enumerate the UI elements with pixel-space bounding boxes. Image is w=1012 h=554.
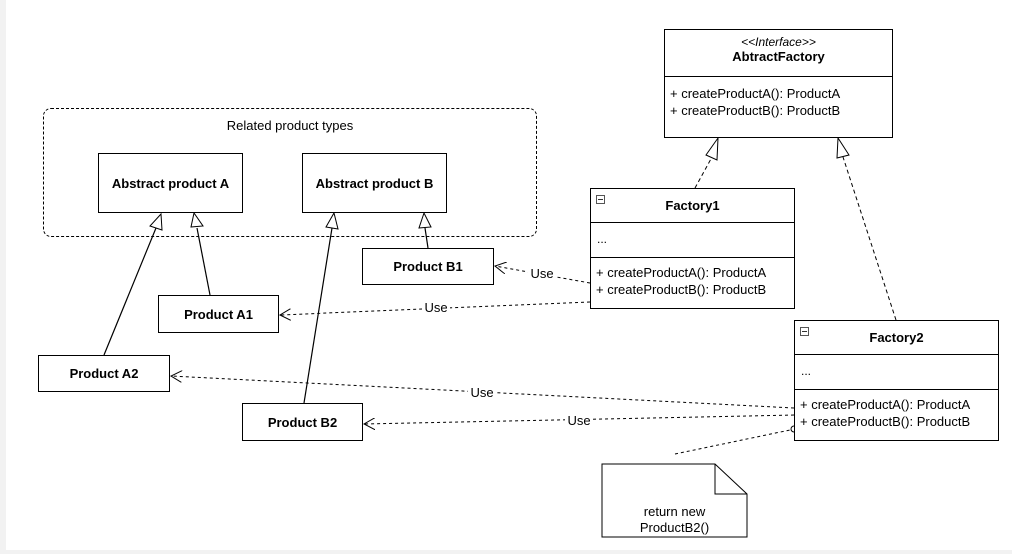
use-label-b2: Use: [567, 413, 590, 428]
canvas-bottom-margin: [0, 550, 1012, 554]
factory1-attributes: ...: [591, 223, 794, 258]
product-b1[interactable]: Product B1: [362, 248, 494, 285]
note-link: [674, 429, 791, 455]
factory2-operation: + createProductB(): ProductB: [800, 414, 971, 429]
realization-factory2-to-interface: [836, 136, 897, 321]
abstract-product-a[interactable]: Abstract product A: [98, 153, 243, 213]
factory1-name: Factory1: [665, 198, 720, 213]
interface-operations: + createProductA(): ProductA + createPro…: [665, 77, 892, 119]
related-product-types-group[interactable]: Related product types: [43, 108, 537, 237]
interface-operation: + createProductA(): ProductA: [670, 86, 841, 101]
use-factory1-to-a1: [280, 301, 591, 315]
factory1-class[interactable]: Factory1 ... + createProductA(): Product…: [590, 188, 795, 309]
product-b2[interactable]: Product B2: [242, 403, 363, 441]
use-label-a1: Use: [424, 300, 447, 315]
collapse-icon[interactable]: [596, 195, 605, 204]
product-a2[interactable]: Product A2: [38, 355, 170, 392]
interface-operation: + createProductB(): ProductB: [670, 103, 841, 118]
note-shape: [601, 463, 748, 538]
inheritance-b1-to-abstract-b: [418, 211, 432, 249]
factory2-name: Factory2: [869, 330, 924, 345]
factory2-operation: + createProductA(): ProductA: [800, 397, 971, 412]
note-line: ProductB2(): [639, 520, 710, 535]
group-label: Related product types: [226, 118, 354, 133]
note-fold: [714, 464, 747, 495]
product-a2-label: Product A2: [69, 366, 139, 381]
factory1-operation: + createProductB(): ProductB: [596, 282, 767, 297]
factory1-operation: + createProductA(): ProductA: [596, 265, 767, 280]
note-line: return new: [643, 504, 706, 519]
inheritance-a1-to-abstract-a: [190, 211, 211, 296]
abstract-product-b-label: Abstract product B: [315, 175, 434, 191]
abstract-factory-interface[interactable]: <<Interface>> AbtractFactory + createPro…: [664, 29, 893, 138]
abstract-product-b[interactable]: Abstract product B: [302, 153, 447, 213]
factory2-header: Factory2: [795, 321, 998, 355]
factory2-class[interactable]: Factory2 ... + createProductA(): Product…: [794, 320, 999, 441]
factory2-attributes: ...: [795, 355, 998, 390]
collapse-icon[interactable]: [800, 327, 809, 336]
factory1-operations: + createProductA(): ProductA + createPro…: [591, 258, 794, 298]
interface-stereotype: <<Interface>>: [741, 35, 816, 49]
product-b2-label: Product B2: [267, 414, 338, 430]
inheritance-a2-to-abstract-a: [103, 212, 163, 356]
product-a1-label: Product A1: [184, 306, 253, 322]
realization-factory1-to-interface: [694, 136, 719, 189]
use-label-b1: Use: [530, 266, 553, 281]
interface-header: <<Interface>> AbtractFactory: [665, 30, 892, 77]
canvas-left-margin: [0, 0, 6, 554]
product-b1-label: Product B1: [393, 259, 463, 274]
factory2-operations: + createProductA(): ProductA + createPro…: [795, 390, 998, 430]
note-comment[interactable]: return new ProductB2(): [602, 504, 747, 536]
factory1-header: Factory1: [591, 189, 794, 223]
use-label-a2: Use: [470, 385, 493, 400]
product-a1[interactable]: Product A1: [158, 295, 279, 333]
use-factory2-to-a2: [171, 376, 795, 409]
inheritance-b2-to-abstract-b: [303, 211, 339, 404]
interface-name: AbtractFactory: [732, 49, 825, 64]
abstract-product-a-label: Abstract product A: [111, 175, 230, 191]
